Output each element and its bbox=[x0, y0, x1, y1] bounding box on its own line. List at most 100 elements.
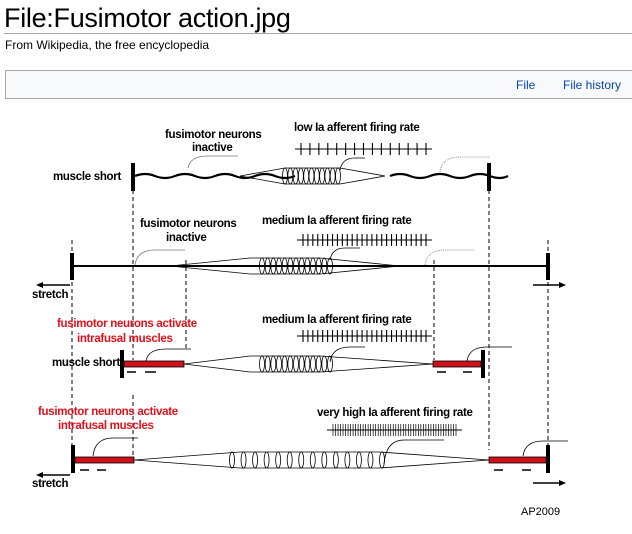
coil-turn bbox=[252, 451, 258, 469]
panel-4: fusimotor neurons activate intrafusal mu… bbox=[32, 406, 568, 490]
firing-label: very high Ia afferent firing rate bbox=[317, 407, 473, 419]
arrowhead-icon bbox=[559, 282, 566, 288]
fusimotor-label-line2: inactive bbox=[192, 142, 232, 154]
tagline: From Wikipedia, the free encyclopedia bbox=[5, 38, 210, 52]
coil-turn bbox=[264, 355, 271, 373]
spindle bbox=[183, 355, 434, 373]
gamma-motor-nerve bbox=[424, 249, 475, 266]
coil-turn bbox=[293, 257, 299, 275]
tendon-bar bbox=[70, 253, 74, 280]
intrafusal-active bbox=[432, 360, 482, 368]
coil-turn bbox=[356, 451, 362, 469]
firing-label: medium Ia afferent firing rate bbox=[262, 215, 411, 227]
coil-turn bbox=[298, 257, 305, 275]
tab-file[interactable]: File bbox=[516, 78, 536, 92]
stretch-label: stretch bbox=[32, 289, 69, 301]
fusimotor-label-line1: fusimotor neurons bbox=[165, 129, 262, 141]
gamma-motor-nerve bbox=[92, 437, 138, 457]
coil-turn bbox=[281, 257, 288, 275]
tendon-bar bbox=[481, 350, 485, 378]
coil-turn bbox=[303, 167, 310, 185]
spindle bbox=[169, 257, 401, 275]
credit-label: AP2009 bbox=[521, 506, 560, 518]
spike-train bbox=[295, 143, 432, 155]
gamma-motor-nerve bbox=[145, 348, 191, 362]
annulospiral-coil bbox=[259, 257, 333, 275]
coil-turn bbox=[309, 451, 316, 469]
coil-turn bbox=[321, 355, 328, 373]
fusimotor-label-line1: fusimotor neurons activate bbox=[38, 406, 178, 418]
tendon-bar bbox=[120, 350, 124, 378]
coil-turn bbox=[319, 167, 326, 185]
gamma-motor-nerve bbox=[522, 440, 568, 457]
coil-turn bbox=[310, 257, 316, 275]
fusimotor-label-line2: intrafusal muscles bbox=[77, 333, 173, 345]
coil-turn bbox=[297, 167, 304, 185]
coil-turn bbox=[270, 257, 277, 275]
arrowhead-icon bbox=[559, 480, 566, 486]
gamma-motor-nerve bbox=[439, 156, 490, 173]
afferent-nerve bbox=[329, 247, 360, 261]
spindle bbox=[133, 451, 490, 469]
firing-label: medium Ia afferent firing rate bbox=[262, 314, 411, 326]
arrowhead-icon bbox=[36, 472, 43, 478]
extrafusal-fiber bbox=[134, 172, 509, 180]
coil-turn bbox=[259, 355, 265, 373]
arrowhead-icon bbox=[36, 282, 43, 288]
coil-turn bbox=[286, 451, 293, 469]
fusimotor-action-diagram: muscle short fusimotor neurons inactive … bbox=[32, 122, 568, 518]
coil-turn bbox=[281, 355, 288, 373]
coil-turn bbox=[298, 451, 305, 469]
coil-turn bbox=[282, 167, 288, 185]
intrafusal-active bbox=[74, 456, 135, 464]
intrafusal-active bbox=[488, 456, 547, 464]
afferent-nerve bbox=[383, 439, 444, 465]
coil-turn bbox=[287, 355, 294, 373]
tendon-bar bbox=[71, 445, 75, 473]
coil-turn bbox=[332, 451, 339, 469]
tendon-bar bbox=[131, 163, 135, 191]
tab-file-history[interactable]: File history bbox=[563, 78, 622, 92]
title-divider bbox=[4, 33, 632, 34]
coil-turn bbox=[379, 451, 385, 469]
coil-turn bbox=[321, 451, 328, 469]
coil-turn bbox=[270, 355, 277, 373]
fusimotor-label-line2: inactive bbox=[166, 232, 206, 244]
coil-turn bbox=[240, 451, 247, 469]
gamma-motor-nerve bbox=[187, 155, 238, 169]
guide-lines bbox=[71, 190, 549, 455]
gamma-motor-nerve bbox=[466, 346, 512, 362]
coil-turn bbox=[367, 451, 374, 469]
panel-1: muscle short fusimotor neurons inactive … bbox=[53, 122, 509, 191]
coil-turn bbox=[335, 167, 341, 185]
panel-3: fusimotor neurons activate intrafusal mu… bbox=[52, 314, 512, 378]
coil-turn bbox=[276, 257, 282, 275]
tendon-bar bbox=[546, 253, 550, 280]
state-label: muscle short bbox=[53, 171, 121, 183]
firing-label: low Ia afferent firing rate bbox=[294, 122, 419, 134]
coil-turn bbox=[315, 355, 322, 373]
fusimotor-label-line1: fusimotor neurons bbox=[140, 218, 237, 230]
annulospiral-coil bbox=[282, 167, 341, 185]
coil-turn bbox=[275, 451, 282, 469]
spike-train bbox=[297, 234, 432, 246]
coil-turn bbox=[313, 167, 320, 185]
tendon-bar bbox=[487, 163, 491, 191]
coil-turn bbox=[315, 257, 322, 275]
coil-turn bbox=[327, 355, 333, 373]
fusimotor-label-line2: intrafusal muscles bbox=[58, 420, 154, 432]
stretch-label: stretch bbox=[32, 478, 69, 490]
page-title: File:Fusimotor action.jpg bbox=[4, 3, 291, 33]
coil-turn bbox=[304, 257, 311, 275]
gamma-motor-nerve bbox=[134, 249, 185, 266]
coil-turn bbox=[264, 257, 271, 275]
coil-turn bbox=[321, 257, 328, 275]
coil-turn bbox=[298, 355, 305, 373]
spike-train bbox=[297, 330, 432, 342]
coil-turn bbox=[324, 167, 331, 185]
afferent-nerve bbox=[329, 346, 365, 363]
fusimotor-label-line1: fusimotor neurons activate bbox=[57, 318, 197, 330]
coil-turn bbox=[308, 167, 315, 185]
panel-2: fusimotor neurons inactive medium Ia aff… bbox=[32, 215, 566, 301]
coil-turn bbox=[327, 257, 333, 275]
